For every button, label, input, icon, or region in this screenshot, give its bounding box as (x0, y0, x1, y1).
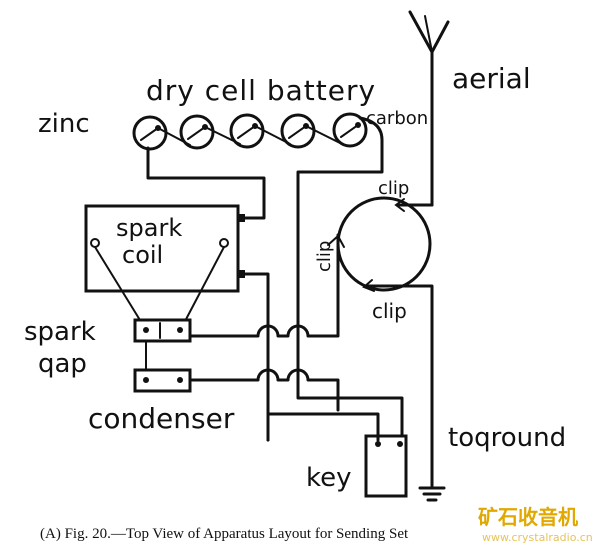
zinc-label: zinc (38, 109, 90, 139)
condenser (133, 368, 192, 393)
spark-gap (133, 318, 192, 343)
coil-to-key-wire (243, 272, 270, 442)
to-ground-label: toqround (448, 423, 566, 453)
figure-caption: (A) Fig. 20.—Top View of Apparatus Layou… (40, 526, 409, 542)
watermark-logo: 矿石收音机 (478, 505, 578, 529)
condenser-to-ground-wire (188, 368, 340, 412)
key-left-wire (266, 412, 380, 442)
condenser-label: condenser (88, 402, 235, 435)
clip-left-label: clip (314, 241, 335, 272)
ground-icon (418, 486, 446, 502)
dry-cell-battery-label: dry cell battery (146, 74, 376, 107)
helix-coil (336, 196, 432, 292)
aerial-antenna-icon (408, 10, 450, 207)
clip-top-label: clip (378, 178, 409, 199)
spark-coil (84, 204, 245, 293)
gap-to-clip-wire (188, 233, 340, 338)
zinc-wire (146, 146, 266, 220)
aerial-label: aerial (452, 62, 531, 95)
spark-gap-label-line2: qap (38, 349, 87, 379)
clip-bottom-label: clip (372, 299, 407, 323)
spark-coil-label-line1: spark (116, 214, 182, 242)
dry-cell-battery (132, 112, 368, 151)
clip-bottom-arrow-icon (362, 279, 375, 292)
carbon-wire (296, 116, 404, 442)
dry-cell-1 (132, 115, 168, 151)
spark-gap-label-line1: spark (24, 317, 96, 347)
carbon-label: carbon (366, 108, 428, 129)
clip-top-arrow-icon (394, 198, 405, 212)
coil-to-gap-wire-right (182, 246, 225, 326)
telegraph-key (364, 434, 408, 498)
spark-coil-label-line2: coil (122, 241, 163, 269)
key-label: key (306, 463, 352, 493)
clip-left-arrow-icon (327, 234, 345, 248)
watermark-url: www.crystalradio.cn (482, 531, 593, 544)
dry-cell-5 (332, 112, 368, 148)
ground-clip-wire (364, 284, 434, 488)
coil-to-gap-wire-left (94, 246, 144, 326)
